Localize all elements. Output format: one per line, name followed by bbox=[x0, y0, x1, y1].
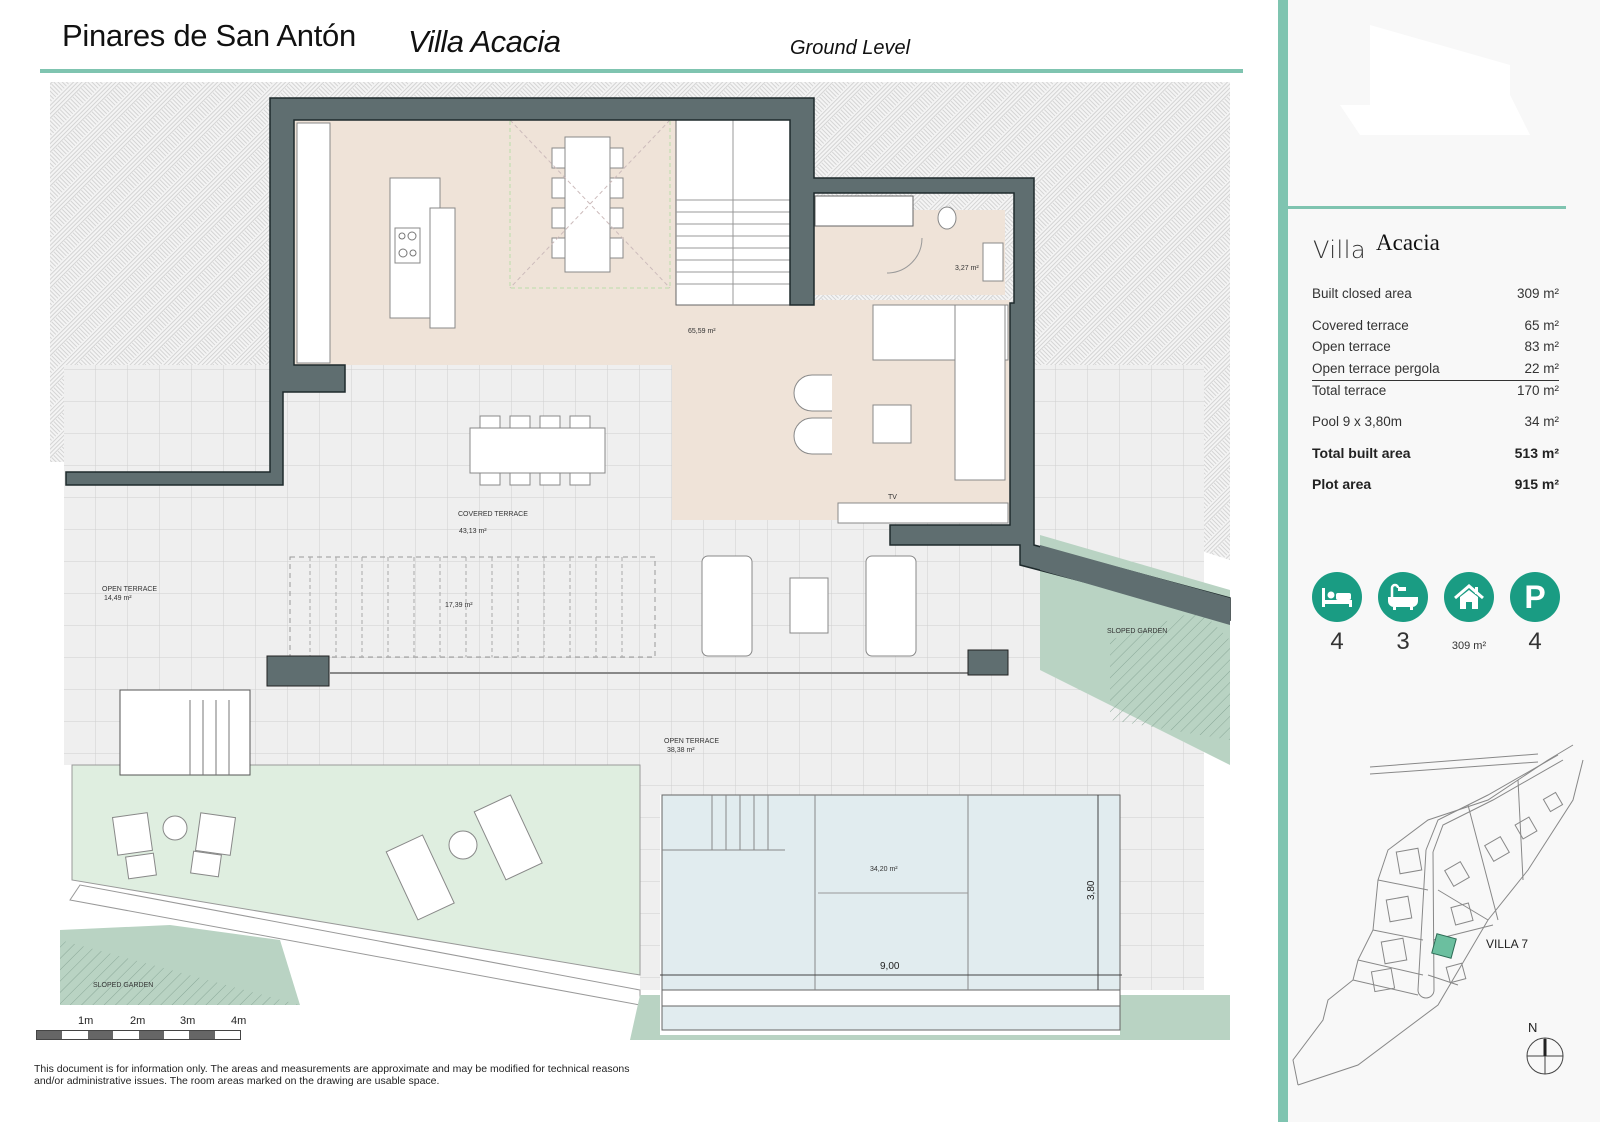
site-map bbox=[1292, 744, 1584, 1086]
villa-title: Villa Acacia bbox=[408, 24, 561, 59]
sidebar-accent-bar bbox=[1278, 0, 1288, 1122]
living-area-label: 65,59 m² bbox=[688, 328, 716, 335]
pergola-area: 17,39 m² bbox=[445, 602, 473, 609]
covered-terrace-name: COVERED TERRACE bbox=[458, 511, 528, 518]
site-villa-label: VILLA 7 bbox=[1486, 937, 1529, 951]
pool-width-dim: 9,00 bbox=[880, 961, 900, 972]
sloped-garden-left-label: SLOPED GARDEN bbox=[93, 982, 153, 989]
villa-silhouette bbox=[1340, 25, 1530, 135]
sidebar-title-villa: Villa bbox=[1313, 236, 1367, 264]
compass-icon bbox=[1526, 1037, 1564, 1075]
sloped-garden-right-label: SLOPED GARDEN bbox=[1107, 628, 1167, 635]
open-terrace-bottom-name: OPEN TERRACE bbox=[664, 738, 719, 745]
sidebar-title-name: Acacia bbox=[1376, 230, 1440, 255]
bedrooms-count: 4 bbox=[1330, 628, 1344, 655]
tv-label: TV bbox=[888, 494, 897, 501]
disclaimer: This document is for information only. T… bbox=[34, 1063, 630, 1087]
bed-icon bbox=[1312, 572, 1362, 622]
pool-depth-dim: 3,80 bbox=[1086, 880, 1097, 900]
scale-label-1m: 1m bbox=[78, 1015, 94, 1027]
project-title: Pinares de San Antón bbox=[62, 18, 356, 53]
sidebar-divider bbox=[1288, 206, 1566, 209]
bathrooms-count: 3 bbox=[1396, 628, 1410, 655]
toilet-area-label: 3,27 m² bbox=[955, 265, 979, 272]
scale-bar bbox=[36, 1030, 241, 1040]
covered-terrace-area: 43,13 m² bbox=[459, 528, 487, 535]
scale-label-4m: 4m bbox=[231, 1015, 247, 1027]
level-title: Ground Level bbox=[790, 37, 911, 59]
open-terrace-left-area: 14,49 m² bbox=[104, 595, 132, 602]
house-icon bbox=[1444, 572, 1494, 622]
scale-label-3m: 3m bbox=[180, 1015, 196, 1027]
house-area: 309 m² bbox=[1451, 640, 1487, 652]
spec-divider bbox=[1312, 380, 1559, 381]
parking-icon: P bbox=[1510, 572, 1560, 622]
parking-count: 4 bbox=[1528, 628, 1542, 655]
north-label: N bbox=[1528, 1020, 1538, 1035]
scale-label-2m: 2m bbox=[130, 1015, 146, 1027]
pool-area: 34,20 m² bbox=[870, 866, 898, 873]
bathtub-icon bbox=[1378, 572, 1428, 622]
open-terrace-left-name: OPEN TERRACE bbox=[102, 586, 157, 593]
header-divider bbox=[40, 69, 1243, 73]
floor-plan: TV bbox=[50, 82, 1231, 1040]
open-terrace-bottom-area: 38,38 m² bbox=[667, 747, 695, 754]
